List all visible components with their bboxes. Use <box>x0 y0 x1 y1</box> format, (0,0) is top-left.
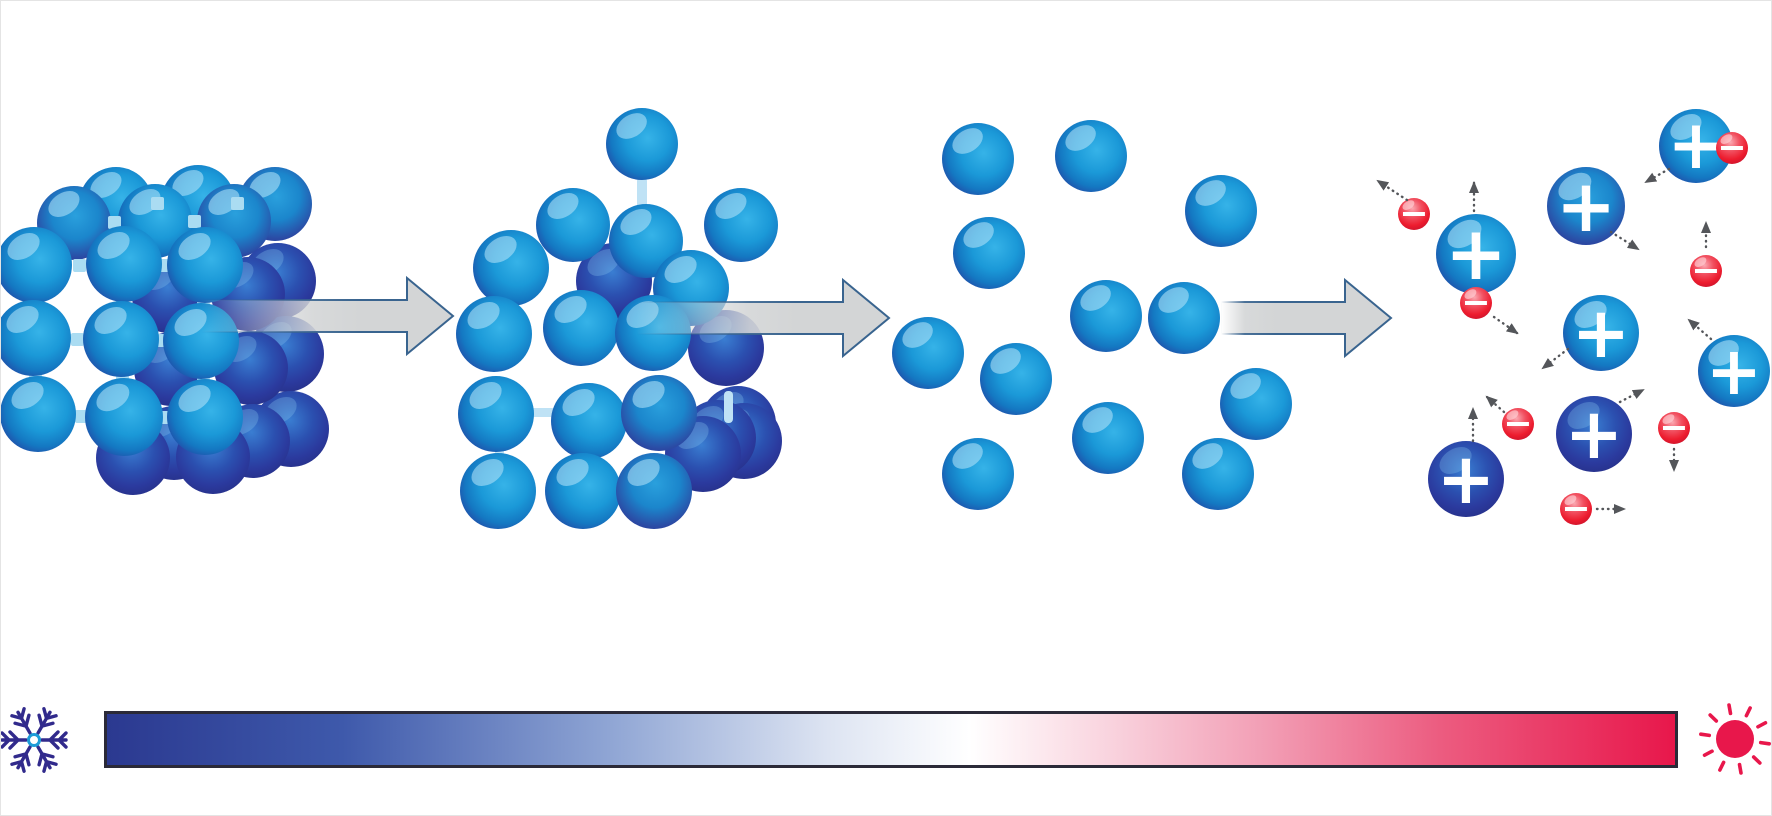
particle-sphere <box>458 376 534 452</box>
particle-sphere <box>456 296 532 372</box>
particle-sphere <box>536 188 610 262</box>
plus-sign: + <box>1705 331 1763 410</box>
electron: − <box>1398 193 1430 234</box>
plus-sign: + <box>1444 211 1507 297</box>
particle-sphere <box>942 123 1014 195</box>
particle-sphere <box>942 438 1014 510</box>
bond-connector <box>188 215 201 228</box>
minus-sign: − <box>1503 403 1533 444</box>
positive-ion: + <box>1563 295 1639 371</box>
particle-sphere <box>621 375 697 451</box>
electron: − <box>1460 282 1492 323</box>
particle-sphere <box>85 378 163 456</box>
particle-sphere <box>167 379 243 455</box>
particle-sphere <box>1070 280 1142 352</box>
particle-sphere <box>543 290 619 366</box>
plus-sign: + <box>1571 292 1631 374</box>
particle-sphere <box>1185 175 1257 247</box>
minus-sign: − <box>1399 193 1429 234</box>
particle-sphere <box>473 230 549 306</box>
particle-sphere <box>1 300 71 376</box>
electron: − <box>1690 250 1722 291</box>
plus-sign: + <box>1555 164 1617 248</box>
minus-sign: − <box>1461 282 1491 323</box>
bond-connector <box>71 333 84 346</box>
bond-connector <box>73 259 86 272</box>
particle-sphere <box>1182 438 1254 510</box>
bond-connector <box>151 197 164 210</box>
minus-sign: − <box>1561 488 1591 529</box>
bond-connector <box>108 216 121 229</box>
particle-sphere <box>1 227 72 303</box>
electron: − <box>1502 403 1534 444</box>
particle-sphere <box>616 453 692 529</box>
particle-sphere <box>1072 402 1144 474</box>
plus-sign: + <box>1564 393 1624 475</box>
particle-sphere <box>704 188 778 262</box>
plus-sign: + <box>1436 438 1496 520</box>
positive-ion: + <box>1698 335 1770 407</box>
particle-sphere <box>1220 368 1292 440</box>
positive-ion: + <box>1428 441 1504 517</box>
particle-sphere <box>892 317 964 389</box>
particle-sphere <box>460 453 536 529</box>
temperature-gradient-bar <box>104 711 1678 768</box>
particle-sphere <box>551 383 627 459</box>
positive-ion: + <box>1547 167 1625 245</box>
minus-sign: − <box>1691 250 1721 291</box>
particle-sphere <box>1055 120 1127 192</box>
bond-connector <box>724 391 733 423</box>
minus-sign: − <box>1717 127 1747 168</box>
electron: − <box>1560 488 1592 529</box>
electron: − <box>1658 407 1690 448</box>
positive-ion: + <box>1556 396 1632 472</box>
bond-connector <box>637 177 647 215</box>
minus-sign: − <box>1659 407 1689 448</box>
particle-sphere <box>545 453 621 529</box>
bond-connector <box>75 410 88 423</box>
particle-sphere <box>980 343 1052 415</box>
particle-sphere <box>83 301 159 377</box>
particle-sphere <box>1148 282 1220 354</box>
particle-sphere <box>1 376 76 452</box>
plus-sign: + <box>1667 106 1725 185</box>
electron: − <box>1716 127 1748 168</box>
particle-sphere <box>953 217 1025 289</box>
bond-connector <box>529 408 557 417</box>
particle-sphere <box>86 226 162 302</box>
bond-connector <box>231 197 244 210</box>
particle-sphere <box>606 108 678 180</box>
positive-ion: + <box>1436 214 1516 294</box>
